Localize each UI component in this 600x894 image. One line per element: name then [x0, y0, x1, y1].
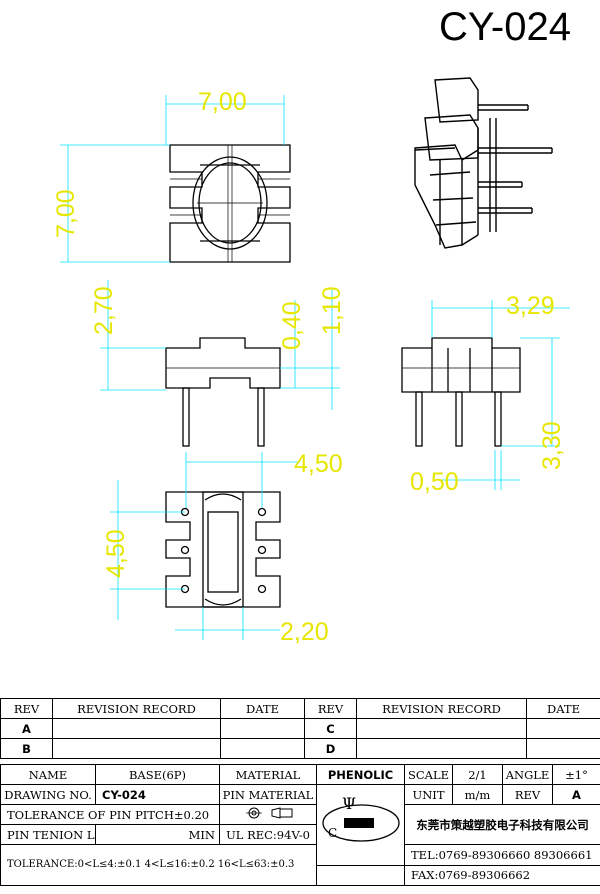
symbol-cell [219, 804, 317, 825]
tolerance-pitch: TOLERANCE OF PIN PITCH±0.20 [0, 804, 220, 825]
drawing-no-value: CY-024 [95, 784, 220, 805]
record-header: REVISION RECORD [52, 698, 221, 719]
dim-front-flange: 1,10 [318, 286, 346, 335]
angle-label: ANGLE [502, 764, 553, 785]
info-table: NAME BASE(6P) MATERIAL PHENOLIC SCALE 2/… [0, 764, 600, 886]
material-value: PHENOLIC [316, 764, 405, 785]
side-view [401, 337, 521, 447]
ul-rec: UL REC:94V-0 [219, 824, 317, 845]
dim-side-pin-dia: 0,50 [410, 468, 459, 496]
dim-top-height: 7,00 [52, 189, 80, 238]
dim-front-step: 0,40 [278, 301, 306, 350]
rev-header: REV [0, 698, 53, 719]
angle-value: ±1° [552, 764, 600, 785]
projection-symbol-icon [246, 806, 293, 819]
unit-value: m/m [452, 784, 503, 805]
tolerance-note: TOLERANCE:0<L≤4:±0.1 4<L≤16:±0.2 16<L≤63… [0, 844, 317, 886]
isometric-view [414, 77, 553, 249]
drawing-no-label: DRAWING NO. [0, 784, 96, 805]
pin-material-label: PIN MATERIAL [219, 784, 317, 805]
material-label: MATERIAL [219, 764, 317, 785]
bottom-view [165, 491, 281, 608]
revision-table: REV REVISION RECORD DATE REV REVISION RE… [0, 698, 600, 759]
dim-top-width: 7,00 [198, 88, 247, 116]
svg-text:C: C [328, 826, 337, 840]
top-view [169, 144, 291, 263]
date-header: DATE [526, 698, 600, 719]
front-view [165, 337, 281, 447]
technical-drawing: CY-024 [52, 5, 571, 646]
rev-value: A [552, 784, 600, 805]
svg-text:Ψ: Ψ [342, 794, 356, 813]
date-header: DATE [220, 698, 305, 719]
rev-header: REV [304, 698, 357, 719]
dim-side-pin-len: 3,30 [538, 421, 566, 470]
dimension-text: 7,00 7,00 2,70 0,40 1,10 3,29 3,30 0,50 … [52, 88, 566, 646]
dim-pin-pitch-x: 4,50 [294, 450, 343, 478]
record-header: REVISION RECORD [356, 698, 527, 719]
dim-side-width: 3,29 [506, 292, 555, 320]
scale-value: 2/1 [452, 764, 503, 785]
dim-front-total: 2,70 [90, 286, 118, 335]
rev-a: A [0, 718, 53, 739]
dimension-lines [60, 95, 570, 640]
company-fax: FAX:0769-89306662 [404, 864, 600, 886]
company-logo-icon: Ψ C [321, 794, 400, 842]
unit-label: UNIT [404, 784, 453, 805]
scale-label: SCALE [404, 764, 453, 785]
company-name: 东莞市策越塑胶电子科技有限公司 [404, 804, 600, 845]
rev-d: D [304, 738, 357, 759]
company-tel: TEL:0769-89306660 89306661 [404, 844, 600, 866]
rev-b: B [0, 738, 53, 759]
name-value: BASE(6P) [95, 764, 220, 785]
pin-tenion-value: MIN [95, 824, 220, 845]
dim-pin-pitch-y: 4,50 [102, 529, 130, 578]
company-logo: Ψ C [316, 784, 405, 866]
name-label: NAME [0, 764, 96, 785]
pin-tenion-label: PIN TENION LOAD [0, 824, 96, 845]
rev-c: C [304, 718, 357, 739]
rev-label: REV [502, 784, 553, 805]
drawing-title: CY-024 [439, 5, 571, 49]
dim-pin-row: 2,20 [280, 618, 329, 646]
